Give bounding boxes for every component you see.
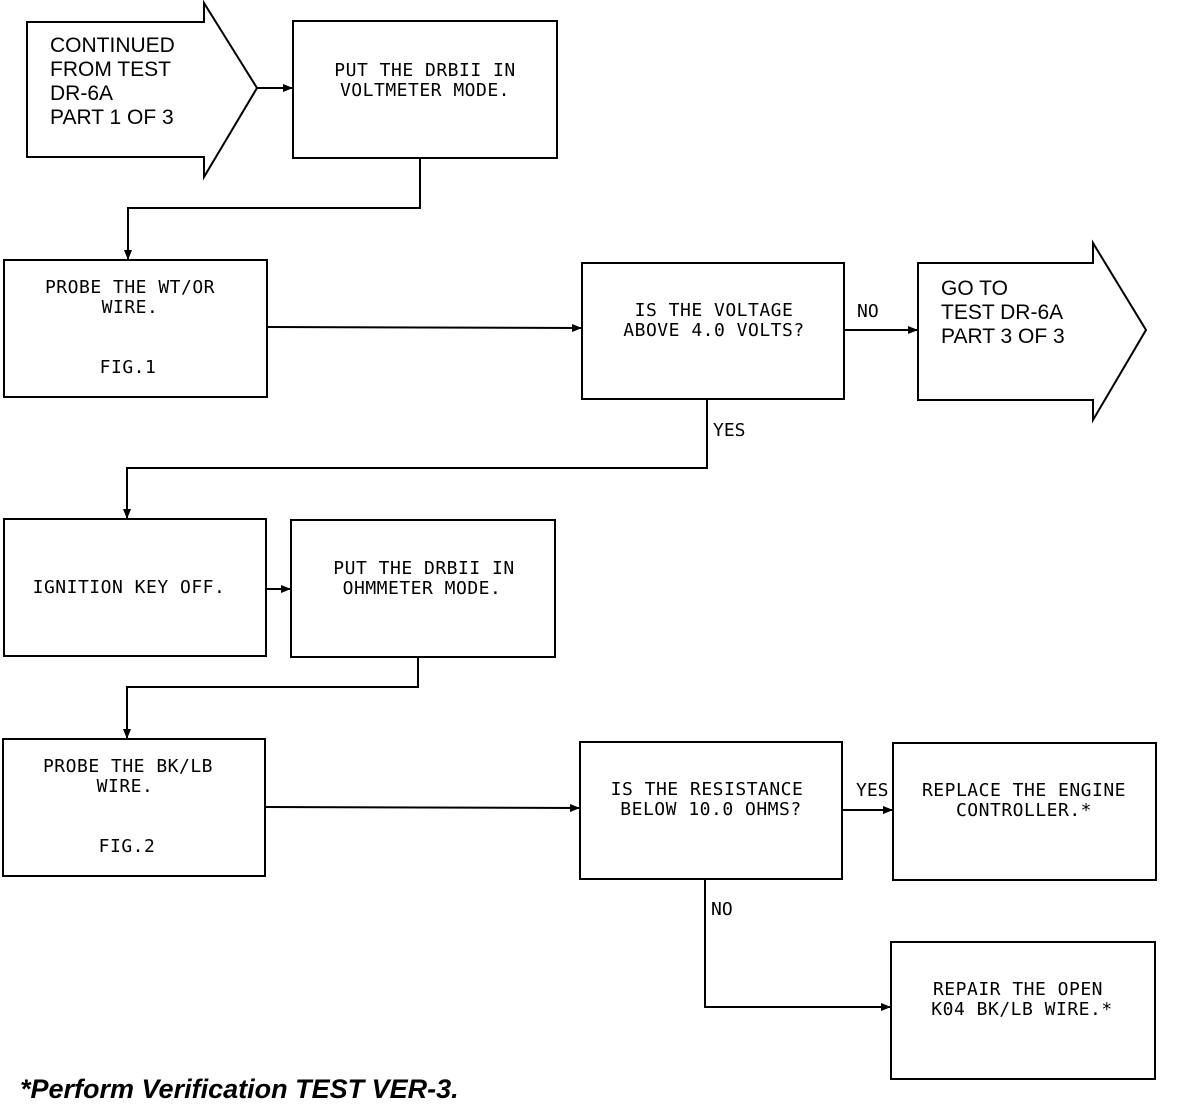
put-drbii-ohmmeter-line-1: PUT THE DRBII IN xyxy=(333,558,514,579)
connectors xyxy=(123,84,918,1011)
put-drbii-ohmmeter-line-2: OHMMETER MODE. xyxy=(343,578,502,599)
edge-label-voltage-no: NO xyxy=(857,301,879,322)
resistance-decision-line-1: IS THE RESISTANCE xyxy=(611,779,804,800)
goto-connector-line-1: GO TO xyxy=(941,277,1008,300)
edge-label-voltage-yes: YES xyxy=(713,420,746,441)
replace-controller-box: REPLACE THE ENGINE CONTROLLER.* xyxy=(892,742,1157,881)
probe-wt-or-line-1: PROBE THE WT/OR xyxy=(45,277,215,298)
put-drbii-voltmeter-line-1: PUT THE DRBII IN xyxy=(334,60,515,81)
goto-connector-line-3: PART 3 OF 3 xyxy=(941,325,1065,348)
edge-ohmmeter-to-probe-bk-lb xyxy=(123,657,419,739)
voltage-decision-line-1: IS THE VOLTAGE xyxy=(635,300,794,321)
goto-connector-line-2: TEST DR-6A xyxy=(941,301,1063,324)
put-drbii-voltmeter-line-2: VOLTMETER MODE. xyxy=(340,80,510,101)
footnote: *Perform Verification TEST VER-3. xyxy=(20,1074,459,1104)
repair-open-line-2: K04 BK/LB WIRE.* xyxy=(931,999,1112,1020)
probe-bk-lb-line-2: WIRE. xyxy=(97,776,154,797)
repair-open-line-1: REPAIR THE OPEN xyxy=(933,979,1103,1000)
probe-wt-or-fig: FIG.1 xyxy=(100,357,157,378)
probe-wt-or-line-2: WIRE. xyxy=(102,297,159,318)
resistance-decision-box: IS THE RESISTANCE BELOW 10.0 OHMS? xyxy=(579,741,843,880)
start-connector-line-2: FROM TEST xyxy=(50,58,171,81)
ignition-key-off-box: IGNITION KEY OFF. xyxy=(3,518,267,657)
probe-wt-or-box: PROBE THE WT/OR WIRE. FIG.1 xyxy=(3,259,268,398)
voltage-decision-line-2: ABOVE 4.0 VOLTS? xyxy=(623,320,804,341)
probe-bk-lb-fig: FIG.2 xyxy=(99,836,156,857)
start-connector-line-4: PART 1 OF 3 xyxy=(50,106,174,129)
edge-probe-wt-or-to-voltage xyxy=(266,323,582,332)
goto-connector: GO TO TEST DR-6A PART 3 OF 3 xyxy=(917,239,1148,424)
edge-probe-bk-lb-to-resistance xyxy=(264,803,580,812)
edge-label-resistance-no: NO xyxy=(711,899,733,920)
put-drbii-voltmeter-box: PUT THE DRBII IN VOLTMETER MODE. xyxy=(292,20,558,159)
probe-bk-lb-box: PROBE THE BK/LB WIRE. FIG.2 xyxy=(2,738,266,877)
start-connector-line-3: DR-6A xyxy=(50,82,113,105)
edge-label-resistance-yes: YES xyxy=(856,780,889,801)
replace-controller-line-1: REPLACE THE ENGINE xyxy=(922,780,1126,801)
repair-open-box: REPAIR THE OPEN K04 BK/LB WIRE.* xyxy=(890,941,1156,1080)
edge-voltmeter-to-probe-wt-or xyxy=(124,158,421,260)
put-drbii-ohmmeter-box: PUT THE DRBII IN OHMMETER MODE. xyxy=(290,519,556,658)
start-connector-line-1: CONTINUED xyxy=(50,34,175,57)
replace-controller-line-2: CONTROLLER.* xyxy=(956,800,1092,821)
edge-voltage-yes xyxy=(123,399,708,519)
probe-bk-lb-line-1: PROBE THE BK/LB xyxy=(43,756,213,777)
edge-resistance-no xyxy=(704,879,891,1011)
voltage-decision-box: IS THE VOLTAGE ABOVE 4.0 VOLTS? xyxy=(581,262,845,400)
start-connector: CONTINUED FROM TEST DR-6A PART 1 OF 3 xyxy=(26,0,259,181)
resistance-decision-line-2: BELOW 10.0 OHMS? xyxy=(620,799,801,820)
ignition-key-off-line-1: IGNITION KEY OFF. xyxy=(33,577,226,598)
